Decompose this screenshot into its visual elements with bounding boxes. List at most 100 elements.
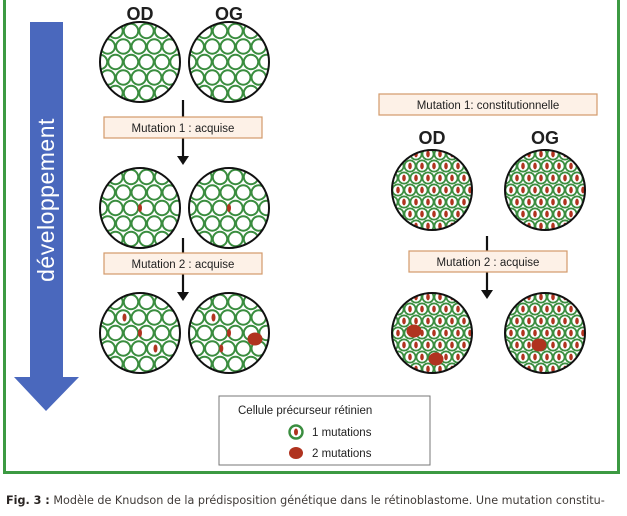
- mutation-mark: [497, 163, 501, 170]
- mutation-mark: [545, 162, 549, 170]
- retinal-cell: [219, 215, 236, 232]
- retinal-cell: [189, 22, 198, 40]
- retinal-cell: [189, 84, 198, 102]
- retinal-cell: [283, 39, 297, 53]
- mutation-mark: [378, 151, 382, 158]
- mutation-mark: [515, 365, 519, 373]
- mutation-mark: [551, 365, 555, 373]
- mutation-mark: [474, 151, 478, 158]
- retinal-cell: [258, 84, 269, 102]
- mutation-mark: [444, 186, 448, 194]
- retinal-cell: [476, 208, 487, 219]
- mutation-mark: [392, 150, 394, 158]
- retinal-cell: [211, 293, 229, 311]
- mutation-mark: [480, 330, 484, 337]
- retinal-cell: [570, 219, 584, 230]
- mutation-mark: [450, 198, 454, 206]
- retinal-cell: [211, 199, 229, 217]
- retinal-cell: [392, 302, 393, 316]
- retinal-cell: [374, 148, 385, 159]
- retinal-cell: [204, 69, 221, 86]
- retinal-cell: [570, 150, 584, 161]
- retinal-cell: [469, 293, 472, 304]
- retinal-cell: [589, 208, 600, 219]
- mutation-mark: [402, 222, 406, 230]
- retinal-cell: [115, 215, 132, 232]
- mutation-mark: [462, 293, 466, 301]
- mutation-mark: [545, 353, 549, 361]
- mutation-mark: [468, 329, 472, 337]
- retinal-cell: [266, 184, 269, 201]
- retinal-cell: [505, 326, 506, 340]
- eye-og-stage-1: [188, 21, 297, 103]
- mutation-mark: [521, 210, 525, 218]
- mutation-mark: [533, 353, 537, 361]
- mutation-mark: [462, 317, 466, 325]
- retinal-cell: [275, 357, 289, 371]
- retinal-cell: [77, 86, 91, 100]
- mutation-mark: [593, 330, 597, 337]
- retinal-cell: [122, 230, 140, 248]
- mutation-mark: [521, 329, 525, 337]
- retinal-cell: [204, 184, 221, 201]
- mutation-mark: [569, 353, 573, 361]
- mutation-mark: [593, 211, 597, 218]
- mutation-mark: [497, 330, 501, 337]
- retinal-cell: [392, 326, 393, 340]
- mutation-mark: [581, 353, 585, 361]
- mutation-mark: [539, 222, 543, 230]
- mutation-mark: [563, 198, 567, 206]
- retinal-cell: [242, 199, 260, 217]
- mutation-mark: [581, 329, 585, 337]
- mutation-mark: [468, 305, 472, 313]
- retinal-cell: [275, 55, 289, 69]
- retinal-cell: [107, 199, 124, 217]
- retinal-cell: [211, 355, 229, 373]
- retinal-cell: [469, 362, 472, 373]
- mutation-mark: [515, 293, 519, 301]
- retinal-cell: [505, 207, 506, 221]
- mutation-mark: [392, 365, 394, 373]
- eye-label-od-left: OD: [127, 4, 154, 24]
- mutation-mark: [392, 222, 394, 230]
- mutation-box-left-2: Mutation 2 : acquise: [103, 252, 263, 275]
- mutation-mark: [402, 293, 406, 301]
- retinal-cell: [392, 150, 399, 161]
- retinal-cell: [196, 53, 213, 71]
- retinal-cell: [258, 324, 269, 342]
- retinal-cell: [219, 69, 236, 86]
- retinal-cell: [138, 53, 155, 71]
- mutation-label: Mutation 2 : acquise: [132, 259, 235, 271]
- mutation-mark: [533, 162, 537, 170]
- retinal-cell: [487, 172, 498, 183]
- mutation-mark: [587, 199, 591, 206]
- retinal-cell: [589, 351, 600, 362]
- retinal-cell: [374, 315, 385, 326]
- retinal-cell: [258, 199, 269, 217]
- mutation-mark: [450, 174, 454, 182]
- mutation-mark: [491, 223, 495, 230]
- mutation-mark: [378, 294, 382, 301]
- retinal-cell: [505, 293, 512, 304]
- retinal-cell: [100, 230, 109, 248]
- retinal-cell: [242, 53, 260, 71]
- mutation-mark: [533, 186, 537, 194]
- mutation-box-right-1: Mutation 1: constitutionnelle: [378, 93, 598, 116]
- mutation-mark: [414, 198, 418, 206]
- retinal-cell: [122, 199, 140, 217]
- mutation-mark: [545, 329, 549, 337]
- retinal-cell: [100, 215, 101, 232]
- mutation-mark: [551, 198, 555, 206]
- mutation-mark: [450, 341, 454, 349]
- mutation-mark: [551, 317, 555, 325]
- double-mutation-cell: [428, 352, 444, 366]
- mutation-mark: [122, 313, 127, 322]
- mutation-mark: [563, 317, 567, 325]
- mutation-mark: [569, 329, 573, 337]
- retinal-cell: [235, 184, 252, 201]
- mutation-mark: [438, 150, 442, 158]
- retinal-cell: [227, 168, 244, 186]
- mutation-mark: [426, 293, 430, 301]
- mutation-mark: [533, 210, 537, 218]
- mutation-mark: [551, 222, 555, 230]
